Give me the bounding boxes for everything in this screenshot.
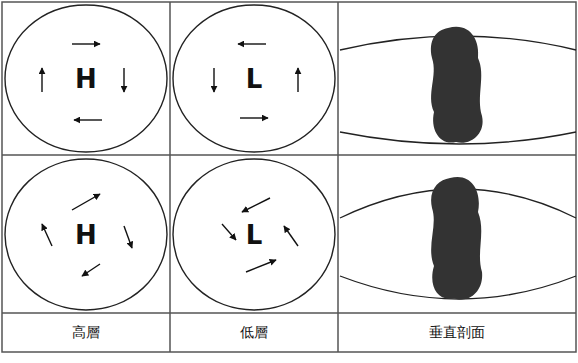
pressure-circle: H (4, 158, 168, 311)
table-grid (2, 2, 576, 352)
pressure-circle: L (172, 158, 336, 311)
column-label: 低層 (240, 324, 268, 342)
pressure-circle: L (172, 4, 336, 153)
column-label: 高層 (72, 324, 100, 342)
pressure-circle: H (4, 4, 168, 153)
column-label: 垂直剖面 (429, 324, 485, 342)
pressure-letter: H (75, 66, 97, 92)
pressure-letter: L (246, 222, 263, 248)
cloud-column (431, 27, 483, 300)
wind-arrows (42, 44, 298, 276)
pressure-letter: H (75, 222, 97, 248)
pressure-letter: L (246, 66, 263, 92)
